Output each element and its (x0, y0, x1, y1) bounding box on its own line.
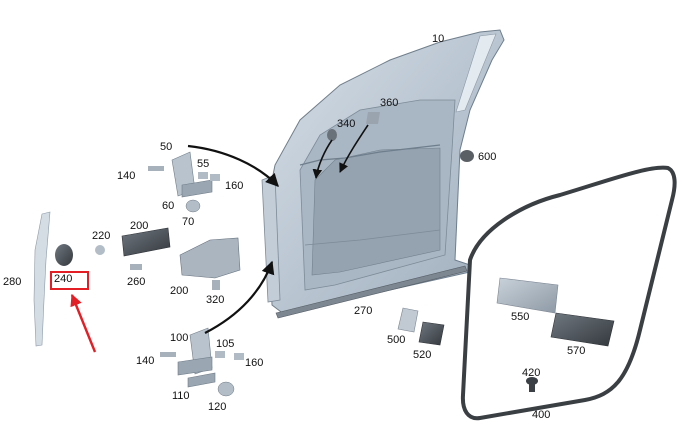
callout-50: 50 (160, 141, 173, 153)
leader-arrow-340 (312, 139, 333, 179)
callout-10: 10 (432, 33, 445, 45)
pad-570 (550, 312, 615, 347)
plug-360 (366, 112, 380, 124)
clip-420 (526, 377, 538, 392)
callout-320: 320 (206, 294, 225, 306)
plug-340 (327, 129, 337, 141)
callout-200-upper: 200 (130, 220, 149, 232)
callout-110: 110 (172, 390, 190, 402)
grommet-240 (55, 244, 73, 266)
plug-600 (460, 150, 474, 162)
callout-100: 100 (170, 332, 189, 344)
callout-520: 520 (413, 349, 432, 361)
callout-570: 570 (567, 345, 586, 357)
callout-260: 260 (127, 276, 146, 288)
callout-160-upper: 160 (225, 180, 244, 192)
callout-600: 600 (478, 151, 497, 163)
belt-molding (275, 265, 468, 319)
plug-520 (418, 321, 445, 346)
callout-140-upper: 140 (117, 170, 136, 182)
callout-60: 60 (162, 200, 175, 212)
callout-220: 220 (92, 230, 111, 242)
leader-arrow-lower (204, 260, 275, 334)
callout-240: 240 (54, 273, 73, 285)
leader-arrow-upper (187, 144, 279, 187)
highlight-box-240 (50, 271, 89, 290)
callout-160-lower: 160 (245, 357, 264, 369)
callout-500: 500 (387, 334, 406, 346)
leader-arrow-360 (339, 124, 369, 173)
callout-360: 360 (380, 97, 399, 109)
callout-420: 420 (522, 367, 541, 379)
door-lock (179, 237, 241, 290)
callout-280: 280 (3, 276, 22, 288)
red-pointer-arrow (70, 293, 97, 353)
lock-actuator (95, 227, 171, 270)
callout-200-lower: 200 (170, 285, 189, 297)
callout-140-lower: 140 (136, 355, 155, 367)
lower-hinge (160, 327, 244, 397)
callout-270: 270 (354, 305, 373, 317)
door-seal (460, 165, 677, 421)
callout-120: 120 (208, 401, 227, 413)
callout-105: 105 (216, 338, 235, 350)
callout-55: 55 (197, 158, 210, 170)
callout-550: 550 (511, 311, 530, 323)
pad-550 (496, 277, 559, 314)
callout-70: 70 (182, 216, 195, 228)
callout-340: 340 (337, 118, 356, 130)
upper-hinge (148, 151, 220, 213)
plug-500 (397, 307, 419, 333)
callout-400: 400 (532, 409, 551, 421)
trim-strip (33, 211, 51, 347)
